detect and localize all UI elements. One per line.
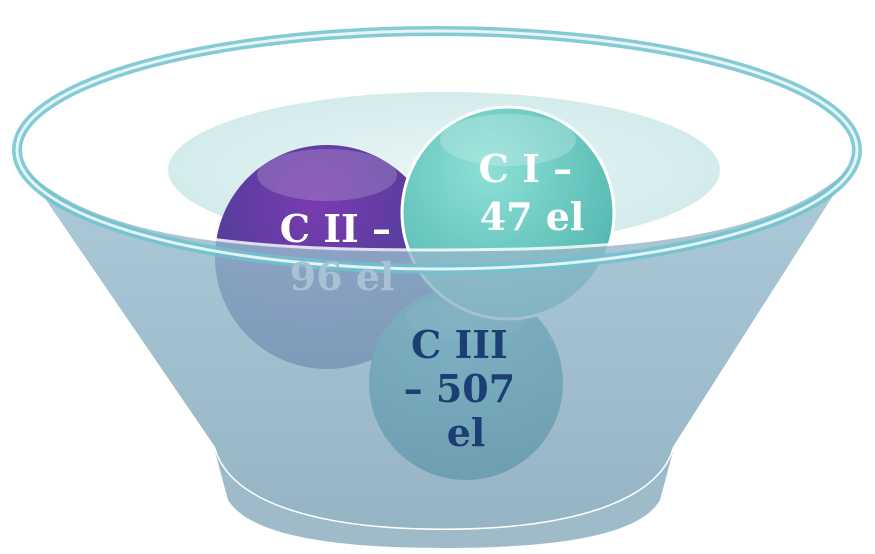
label-c3-line-3: el bbox=[447, 410, 486, 455]
label-c2-line-2: 96 el bbox=[290, 254, 395, 299]
label-c1-line-1: C I – bbox=[479, 146, 572, 191]
label-c1-line-2: 47 el bbox=[480, 194, 585, 239]
label-c3: C III – 507 el bbox=[404, 322, 529, 455]
label-c2-line-1: C II – bbox=[280, 206, 391, 251]
funnel-rim-highlight bbox=[15, 29, 859, 271]
label-c3-line-2: – 507 bbox=[404, 366, 516, 411]
funnel-body bbox=[10, 152, 864, 532]
label-c3-line-1: C III bbox=[411, 322, 508, 367]
funnel-spout bbox=[214, 448, 674, 548]
label-c2: C II – 96 el bbox=[280, 206, 405, 299]
label-c1: C I – 47 el bbox=[479, 146, 586, 239]
